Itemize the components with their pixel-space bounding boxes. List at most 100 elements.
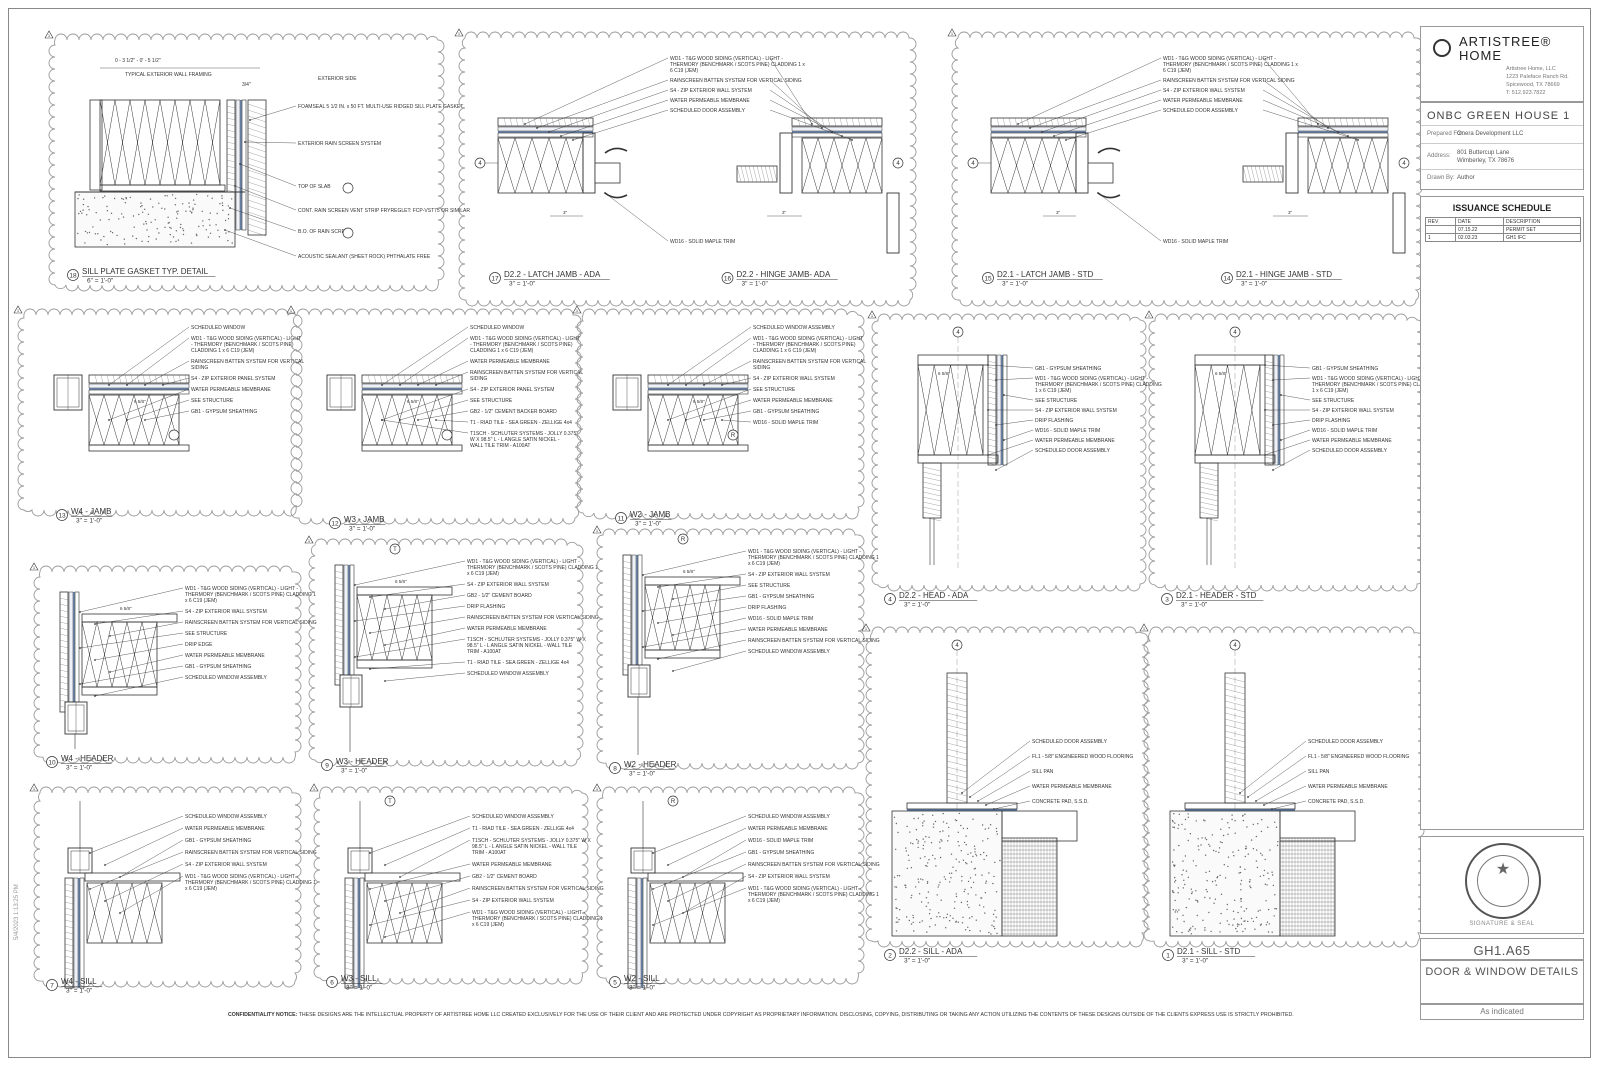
- grid-marker: R: [731, 433, 736, 439]
- detail-note: S4 - ZIP EXTERIOR WALL SYSTEM: [1312, 408, 1394, 414]
- title-block: ARTISTREE® HOME Artistree Home, LLC 1223…: [1420, 26, 1586, 1022]
- detail-number: 14: [1223, 275, 1231, 282]
- detail-note: WD1 - T&G WOOD SIDING (VERTICAL) - LIGHT…: [1035, 376, 1162, 394]
- svg-text:1: 1: [33, 565, 36, 570]
- table-row: 1 02.03.23 GH1 IFC: [1425, 233, 1581, 242]
- detail-scale: 3" = 1'-0": [1002, 281, 1029, 288]
- detail-note: WATER PERMEABLE MEMBRANE: [191, 387, 271, 393]
- detail-note: WD1 - T&G WOOD SIDING (VERTICAL) - LIGHT…: [748, 549, 879, 567]
- detail-note: T1 - RIAD TILE - SEA GREEN - ZELLIGE 4x4: [467, 660, 569, 666]
- detail-note: GB1 - GYPSUM SHEATHING: [185, 838, 251, 844]
- detail-17: 143"43"WD1 - T&G WOOD SIDING (VERTICAL) …: [454, 28, 917, 307]
- drawing-sheet-border: [8, 8, 1591, 1058]
- dimension-label: 6 5/8": [395, 579, 407, 584]
- seal-box: ★ SIGNATURE & SEAL: [1420, 836, 1584, 934]
- detail-title: W3 - HEADER: [336, 757, 389, 766]
- svg-text:1: 1: [458, 31, 461, 36]
- detail-note: FL1 - 5/8" ENGINEERED WOOD FLOORING: [1032, 754, 1133, 760]
- detail-note: SCHEDULED WINDOW: [470, 325, 524, 331]
- grid-marker: 4: [1402, 161, 1406, 167]
- detail-note: SEE STRUCTURE: [753, 387, 796, 393]
- grid-marker: T: [393, 547, 397, 553]
- detail-title: D2.1 - SILL - STD: [1177, 947, 1241, 956]
- grid-marker: 4: [1233, 330, 1237, 336]
- detail-title: W2 - JAMB: [630, 510, 670, 519]
- drawn-label: Drawn By:: [1427, 175, 1455, 181]
- svg-text:1: 1: [313, 786, 316, 791]
- detail-note: WATER PERMEABLE MEMBRANE: [748, 627, 828, 633]
- project-name: ONBC GREEN HOUSE 1: [1427, 110, 1571, 122]
- detail-note: SCHEDULED WINDOW ASSEMBLY: [748, 649, 831, 655]
- detail-note: RAINSCREEN BATTEN SYSTEM FOR VERTICAL SI…: [185, 620, 317, 626]
- detail-note: WD16 - SOLID MAPLE TRIM: [1163, 239, 1228, 245]
- detail-title: D2.1 - HEADER - STD: [1176, 591, 1257, 600]
- seal-caption: SIGNATURE & SEAL: [1469, 921, 1535, 927]
- svg-text:1: 1: [33, 786, 36, 791]
- detail-number: 6: [330, 979, 334, 986]
- detail-note: S4 - ZIP EXTERIOR WALL SYSTEM: [670, 88, 752, 94]
- detail-note: WD1 - T&G WOOD SIDING (VERTICAL) - LIGHT…: [1163, 56, 1298, 74]
- detail-note: SCHEDULED DOOR ASSEMBLY: [670, 108, 746, 114]
- detail-number: 15: [984, 275, 992, 282]
- detail-scale: 3" = 1'-0": [346, 985, 373, 992]
- address-value: 801 Buttercup Lane Wimberley, TX 78676: [1457, 150, 1515, 164]
- detail-title: W4 - SILL: [61, 977, 97, 986]
- detail-note: GB1 - GYPSUM SHEATHING: [1035, 366, 1101, 372]
- detail-note: WD16 - SOLID MAPLE TRIM: [670, 239, 735, 245]
- svg-text:1: 1: [290, 308, 293, 313]
- issuance-table: REV DATE DESCRIPTION 07.15.22 PERMIT SET…: [1425, 217, 1581, 242]
- detail-number: 10: [48, 759, 56, 766]
- detail-note: SCHEDULED WINDOW ASSEMBLY: [185, 675, 268, 681]
- detail-note: S4 - ZIP EXTERIOR WALL SYSTEM: [753, 376, 835, 382]
- detail-note: GB1 - GYPSUM SHEATHING: [753, 409, 819, 415]
- detail-number: 17: [491, 275, 499, 282]
- svg-text:1: 1: [596, 786, 599, 791]
- detail-number: 12: [331, 520, 339, 527]
- detail-note: SCHEDULED DOOR ASSEMBLY: [1312, 448, 1388, 454]
- detail-scale: 3" = 1'-0": [629, 771, 656, 778]
- grid-marker: 4: [971, 161, 975, 167]
- prepared-value: Onera Development LLC: [1457, 131, 1524, 137]
- sheet-title: DOOR & WINDOW DETAILS: [1425, 966, 1579, 978]
- detail-number: 11: [618, 515, 625, 522]
- detail-note: S4 - ZIP EXTERIOR WALL SYSTEM: [472, 898, 554, 904]
- detail-scale: 3" = 1'-0": [509, 281, 536, 288]
- detail-note: WATER PERMEABLE MEMBRANE: [1308, 784, 1388, 790]
- detail-title: D2.2 - SILL - ADA: [899, 947, 963, 956]
- project-box: ONBC GREEN HOUSE 1 Prepared For: Onera D…: [1420, 102, 1584, 190]
- detail-note: CONT. RAIN SCREEN VENT STRIP FRYREGLET: …: [298, 208, 470, 214]
- detail-note: SCHEDULED WINDOW ASSEMBLY: [467, 671, 550, 677]
- address-label: Address:: [1427, 153, 1451, 159]
- detail-note: RAINSCREEN BATTEN SYSTEM FOR VERTICAL SI…: [472, 886, 604, 892]
- detail-number: 5: [613, 979, 617, 986]
- detail-title: D2.2 - LATCH JAMB - ADA: [504, 270, 601, 279]
- dimension-label: 3": [1056, 210, 1061, 215]
- detail-note: ACOUSTIC SEALANT (SHEET ROCK) PHTHALATE …: [298, 254, 431, 260]
- detail-note: WD1 - T&G WOOD SIDING (VERTICAL) - LIGHT…: [470, 336, 580, 354]
- detail-scale: 6" = 1'-0": [87, 278, 114, 285]
- detail-scale: 3" = 1'-0": [635, 521, 662, 528]
- detail-number: 7: [50, 982, 54, 989]
- detail-note: WATER PERMEABLE MEMBRANE: [472, 862, 552, 868]
- detail-number: 13: [58, 512, 66, 519]
- sheet-number: GH1.A65: [1473, 943, 1531, 958]
- detail-note: SEE STRUCTURE: [191, 398, 234, 404]
- detail-title: W3 - SILL: [341, 974, 377, 983]
- detail-note: WATER PERMEABLE MEMBRANE: [670, 98, 750, 104]
- detail-scale: 3" = 1'-0": [76, 518, 103, 525]
- print-stamp: 5/4/2023 1:13:25 PM: [14, 884, 20, 940]
- firm-sub: HOME: [1459, 48, 1502, 63]
- detail-note: WATER PERMEABLE MEMBRANE: [1163, 98, 1243, 104]
- detail-note: TOP OF SLAB: [298, 184, 331, 190]
- detail-note: WATER PERMEABLE MEMBRANE: [748, 826, 828, 832]
- detail-scale: 3" = 1'-0": [904, 958, 931, 965]
- dimension-label: 6 5/8": [938, 371, 950, 376]
- detail-note: SCHEDULED WINDOW ASSEMBLY: [748, 814, 831, 820]
